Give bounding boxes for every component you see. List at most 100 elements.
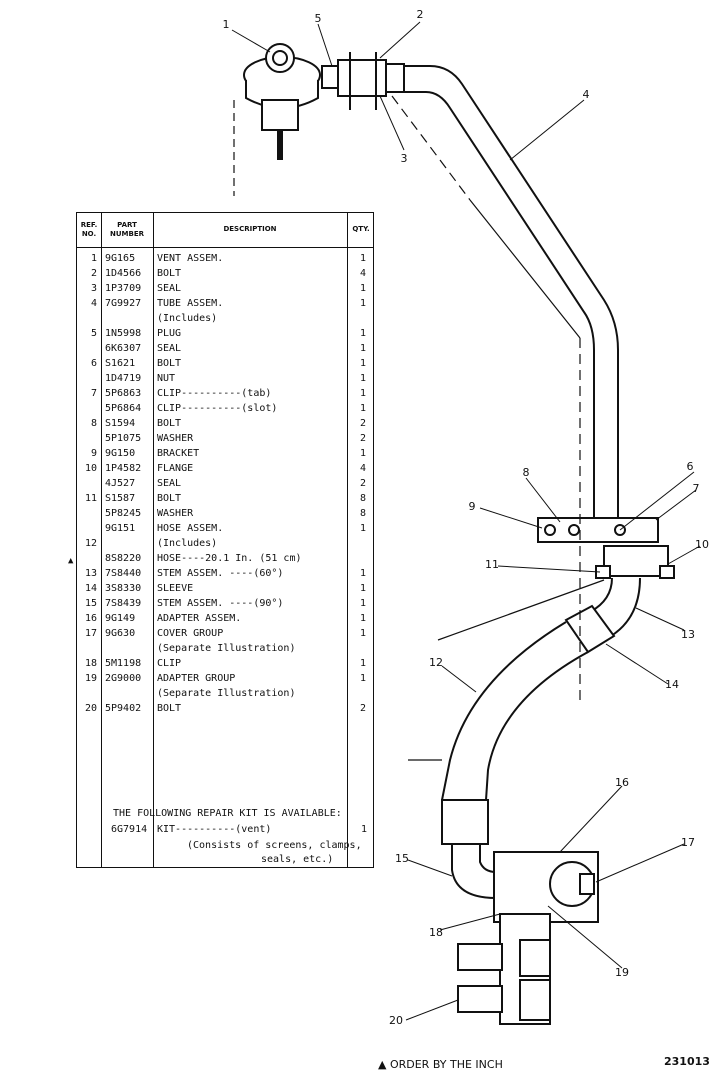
quantity-cell: 8 [359, 508, 367, 519]
triangle-mark: ▲ [68, 556, 74, 566]
part-number-cell: 9G150 [105, 448, 136, 459]
clip-bracket [537, 517, 659, 543]
sleeve [564, 604, 616, 654]
description-cell: CLIP [157, 658, 182, 669]
table-row: 5P8245 WASHER 8 [77, 506, 375, 521]
quantity-cell: 1 [359, 448, 367, 459]
part-number-cell: 1D4566 [105, 268, 142, 279]
description-cell: SEAL [157, 283, 182, 294]
description-cell: TUBE ASSEM. [157, 298, 224, 309]
quantity-cell: 1 [359, 298, 367, 309]
quantity-cell: 1 [359, 628, 367, 639]
description-cell: VENT ASSEM. [157, 253, 224, 264]
quantity-cell: 1 [359, 283, 367, 294]
part-number-cell: 7G9927 [105, 298, 142, 309]
ref-cell: 12 [84, 538, 97, 549]
illustration-number: 231013 [664, 1055, 710, 1068]
part-number-cell: 5P6864 [105, 403, 142, 414]
ref-cell: 20 [84, 703, 97, 714]
table-row: (Includes) [77, 311, 375, 326]
quantity-cell: 2 [359, 418, 367, 429]
description-cell: WASHER [157, 508, 194, 519]
ref-cell: 2 [90, 268, 97, 279]
quantity-cell: 1 [359, 568, 367, 579]
part-number-cell: 1N5998 [105, 328, 142, 339]
callout-10: 10 [695, 538, 709, 551]
ref-cell: 6 [90, 358, 97, 369]
quantity-cell: 1 [359, 658, 367, 669]
header-part: PART NUMBER [109, 221, 144, 238]
part-number-cell: 5P8245 [105, 508, 142, 519]
callout-7: 7 [693, 482, 700, 495]
part-number-cell: S1621 [105, 358, 136, 369]
callout-13: 13 [681, 628, 695, 641]
kit-note-2: seals, etc.) [261, 854, 334, 865]
ref-cell: 5 [90, 328, 97, 339]
callout-4: 4 [583, 88, 590, 101]
part-number-cell: 1P3709 [105, 283, 142, 294]
quantity-cell: 1 [359, 388, 367, 399]
callout-1: 1 [223, 18, 230, 31]
quantity-cell: 1 [359, 358, 367, 369]
ref-cell: 11 [84, 493, 97, 504]
quantity-cell: 4 [359, 463, 367, 474]
part-number-cell: 9G149 [105, 613, 136, 624]
description-cell: HOSE----20.1 In. (51 cm) [157, 553, 302, 564]
quantity-cell: 2 [359, 478, 367, 489]
description-cell: FLANGE [157, 463, 194, 474]
table-row: 6 S1621 BOLT 1 [77, 356, 375, 371]
description-cell: BOLT [157, 418, 182, 429]
description-cell: (Includes) [157, 313, 218, 324]
callout-18: 18 [429, 926, 443, 939]
description-cell: NUT [157, 373, 176, 384]
quantity-cell: 2 [359, 433, 367, 444]
description-cell: PLUG [157, 328, 182, 339]
table-row: 4 7G9927 TUBE ASSEM. 1 [77, 296, 375, 311]
part-number-cell: 7S8440 [105, 568, 142, 579]
callout-19: 19 [615, 966, 629, 979]
ref-cell: 9 [90, 448, 97, 459]
part-number-cell: S1587 [105, 493, 136, 504]
callout-6: 6 [687, 460, 694, 473]
description-cell: CLIP----------(slot) [157, 403, 278, 414]
part-number-cell: 4J527 [105, 478, 136, 489]
quantity-cell: 1 [359, 673, 367, 684]
ref-cell: 4 [90, 298, 97, 309]
top-fitting [321, 52, 405, 110]
description-cell: ADAPTER ASSEM. [157, 613, 242, 624]
description-cell: COVER GROUP [157, 628, 224, 639]
quantity-cell: 1 [359, 598, 367, 609]
quantity-cell: 1 [359, 328, 367, 339]
description-cell: SEAL [157, 343, 182, 354]
description-cell: STEM ASSEM. ----(90°) [157, 598, 284, 609]
flange [595, 545, 675, 579]
part-number-cell: 6K6307 [105, 343, 142, 354]
ref-cell: 13 [84, 568, 97, 579]
kit-desc: KIT----------(vent) [157, 824, 272, 835]
part-number-cell: 9G630 [105, 628, 136, 639]
description-cell: SLEEVE [157, 583, 194, 594]
table-row: (Separate Illustration) [77, 641, 375, 656]
ref-cell: 1 [90, 253, 97, 264]
kit-heading: THE FOLLOWING REPAIR KIT IS AVAILABLE: [113, 808, 342, 819]
vent-assembly [243, 43, 321, 160]
part-number-cell: 5P1075 [105, 433, 142, 444]
part-number-cell: 5M1198 [105, 658, 142, 669]
part-number-cell: 1D4719 [105, 373, 142, 384]
description-cell: CLIP----------(tab) [157, 388, 272, 399]
description-cell: BOLT [157, 358, 182, 369]
